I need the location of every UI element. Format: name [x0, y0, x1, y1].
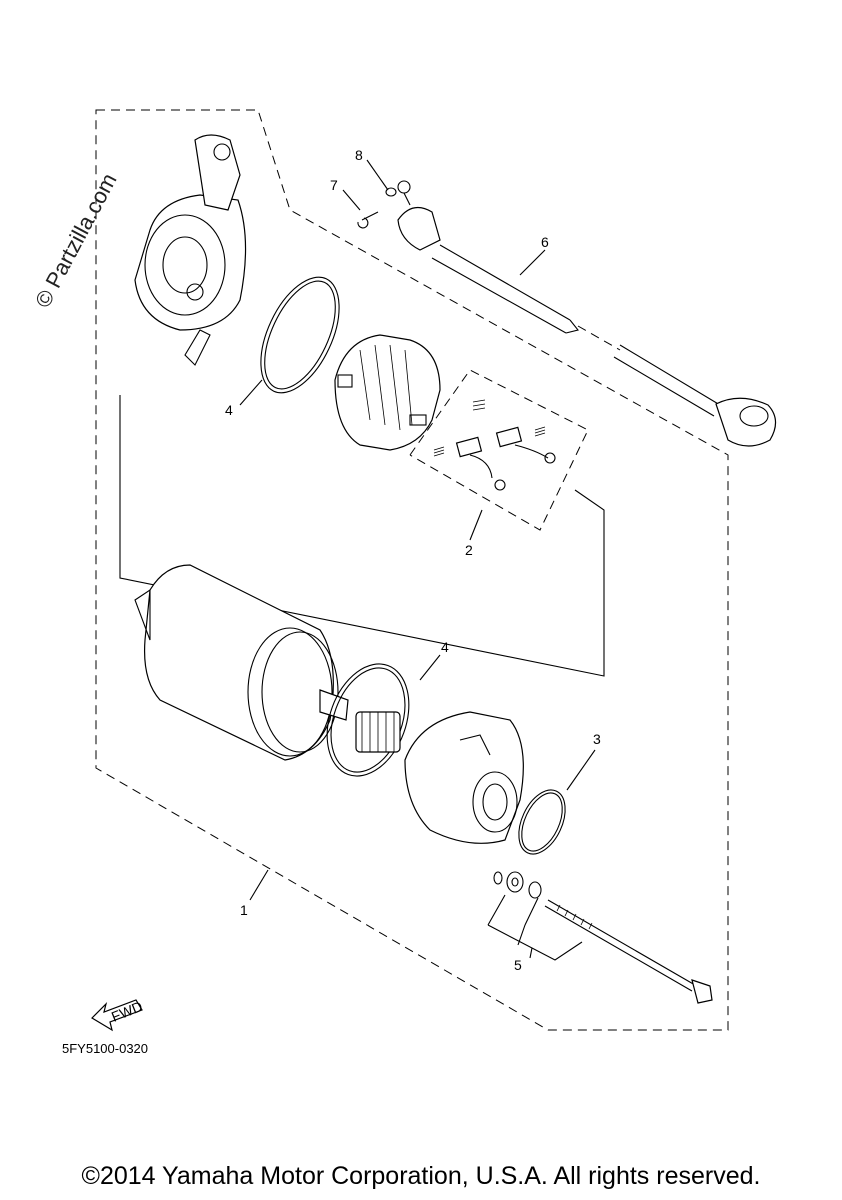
fwd-arrow-icon: FWD	[91, 998, 145, 1032]
callout-6: 6	[541, 234, 549, 250]
callout-3: 3	[593, 731, 601, 747]
armature-frame	[119, 395, 605, 677]
callout-7: 7	[330, 177, 338, 193]
copyright-notice: ©2014 Yamaha Motor Corporation, U.S.A. A…	[81, 1162, 761, 1190]
o-ring-upper	[260, 276, 340, 394]
front-cover	[134, 134, 247, 366]
diagram-code: 5FY5100-0320	[62, 1041, 149, 1056]
svg-text:FWD: FWD	[109, 998, 145, 1025]
yoke	[134, 564, 349, 761]
callout-2: 2	[465, 542, 473, 558]
callout-8: 8	[355, 147, 363, 163]
brush-holder	[334, 334, 441, 451]
callout-1: 1	[240, 902, 248, 918]
callout-4-upper: 4	[225, 402, 233, 418]
rear-cover	[404, 711, 524, 844]
washer-8	[385, 187, 397, 197]
screw-7	[357, 211, 379, 229]
brush-group-frame	[409, 369, 589, 531]
pinion-gear	[355, 711, 401, 753]
o-ring-lower	[326, 663, 410, 777]
assembly-boundary	[95, 109, 729, 1031]
callout-5: 5	[514, 957, 522, 973]
fasteners-5	[493, 871, 713, 1004]
lead-wire	[397, 180, 777, 447]
leader-lines	[239, 159, 596, 961]
o-ring-3	[518, 789, 566, 855]
brushes-and-springs	[433, 399, 556, 491]
callout-4-lower: 4	[441, 639, 449, 655]
